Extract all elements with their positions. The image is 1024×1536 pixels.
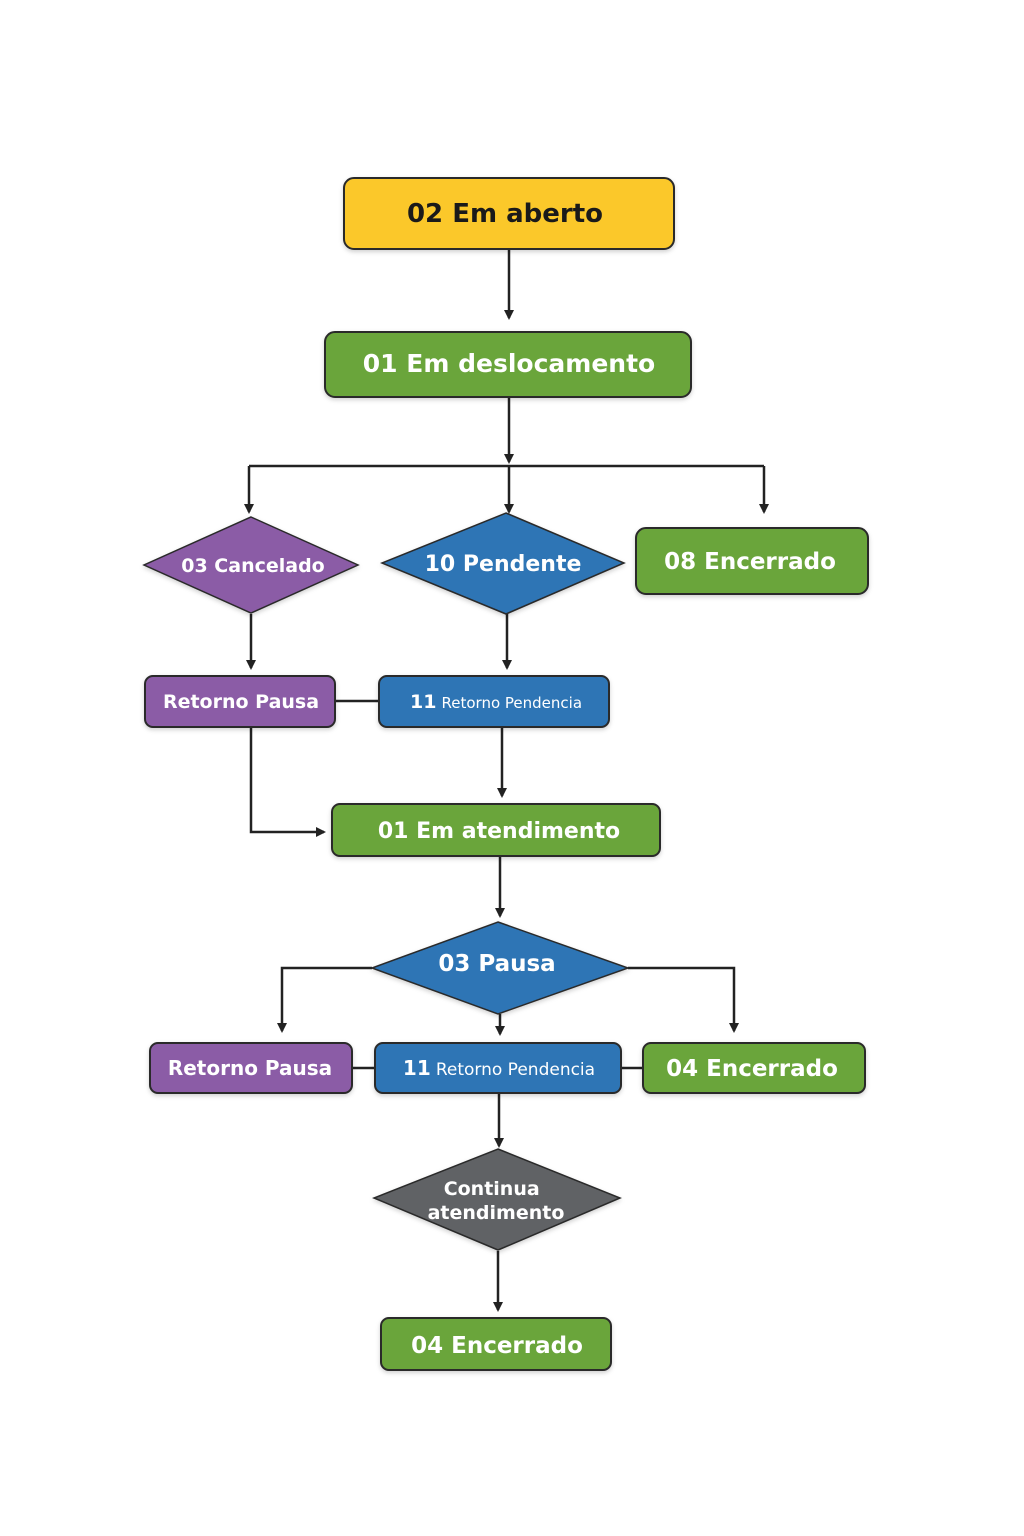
node-em-atendimento: 01 Em atendimento bbox=[331, 803, 661, 857]
node-encerrado-08-label: 08 Encerrado bbox=[664, 549, 836, 575]
node-retorno-pendencia-1-rest: Retorno Pendencia bbox=[442, 694, 583, 712]
node-em-aberto-label: 02 Em aberto bbox=[407, 199, 603, 229]
connectors bbox=[244, 250, 769, 1312]
node-encerrado-08-box bbox=[635, 527, 869, 595]
node-retorno-pausa-1-box bbox=[144, 675, 336, 728]
node-em-deslocamento: 01 Em deslocamento bbox=[324, 331, 692, 398]
node-retorno-pendencia-2-label: 11 Retorno Pendencia bbox=[403, 1056, 595, 1080]
node-em-atendimento-box bbox=[331, 803, 661, 857]
node-encerrado-04-a-label: 04 Encerrado bbox=[666, 1056, 838, 1082]
node-encerrado-08: 08 Encerrado bbox=[635, 527, 869, 595]
node-em-deslocamento-box bbox=[324, 331, 692, 398]
node-retorno-pendencia-2: 11 Retorno Pendencia bbox=[374, 1042, 622, 1094]
arrow-pausa-to-retorno-pausa-2 bbox=[277, 966, 372, 1033]
node-cancelado-label: 03 Cancelado bbox=[181, 555, 324, 577]
node-em-aberto-box bbox=[343, 177, 675, 250]
node-retorno-pausa-2: Retorno Pausa bbox=[149, 1042, 353, 1094]
node-retorno-pausa-2-box bbox=[149, 1042, 353, 1094]
node-pendente-label: 10 Pendente bbox=[425, 552, 582, 577]
node-retorno-pendencia-1: 11 Retorno Pendencia bbox=[378, 675, 610, 728]
node-retorno-pausa-1-label: Retorno Pausa bbox=[163, 691, 319, 713]
node-em-deslocamento-label: 01 Em deslocamento bbox=[363, 349, 655, 378]
node-continua-label: Continua atendimento bbox=[428, 1178, 565, 1224]
node-pendente-diamond bbox=[380, 512, 626, 615]
node-em-atendimento-label: 01 Em atendimento bbox=[378, 819, 620, 844]
node-encerrado-04-b-label: 04 Encerrado bbox=[411, 1333, 583, 1359]
node-retorno-pausa-2-label: Retorno Pausa bbox=[168, 1056, 332, 1080]
node-pausa: 03 Pausa bbox=[369, 921, 631, 1015]
node-continua-line2: atendimento bbox=[428, 1202, 565, 1224]
node-retorno-pendencia-2-rest: Retorno Pendencia bbox=[436, 1060, 595, 1080]
node-encerrado-04-a: 04 Encerrado bbox=[642, 1042, 866, 1094]
node-em-aberto: 02 Em aberto bbox=[343, 177, 675, 250]
node-pausa-diamond bbox=[369, 921, 631, 1015]
node-retorno-pendencia-1-num: 11 bbox=[410, 691, 436, 713]
node-pausa-label: 03 Pausa bbox=[438, 951, 555, 977]
node-continua-atendimento: Continua atendimento bbox=[372, 1148, 622, 1251]
arrow-retorno-pausa-to-atendimento bbox=[249, 728, 326, 837]
node-continua-diamond bbox=[372, 1148, 622, 1251]
node-pendente: 10 Pendente bbox=[380, 512, 626, 615]
node-cancelado-diamond bbox=[142, 516, 360, 614]
node-retorno-pendencia-2-num: 11 bbox=[403, 1056, 431, 1080]
node-retorno-pausa-1: Retorno Pausa bbox=[144, 675, 336, 728]
arrow-pausa-to-encerrado-04 bbox=[628, 966, 739, 1033]
node-encerrado-04-b: 04 Encerrado bbox=[380, 1317, 612, 1371]
node-continua-line1: Continua bbox=[444, 1178, 540, 1200]
node-retorno-pendencia-1-label: 11 Retorno Pendencia bbox=[410, 691, 582, 713]
node-encerrado-04-a-box bbox=[642, 1042, 866, 1094]
node-retorno-pendencia-2-box bbox=[374, 1042, 622, 1094]
node-encerrado-04-b-box bbox=[380, 1317, 612, 1371]
node-retorno-pendencia-1-box bbox=[378, 675, 610, 728]
node-cancelado: 03 Cancelado bbox=[142, 516, 360, 614]
